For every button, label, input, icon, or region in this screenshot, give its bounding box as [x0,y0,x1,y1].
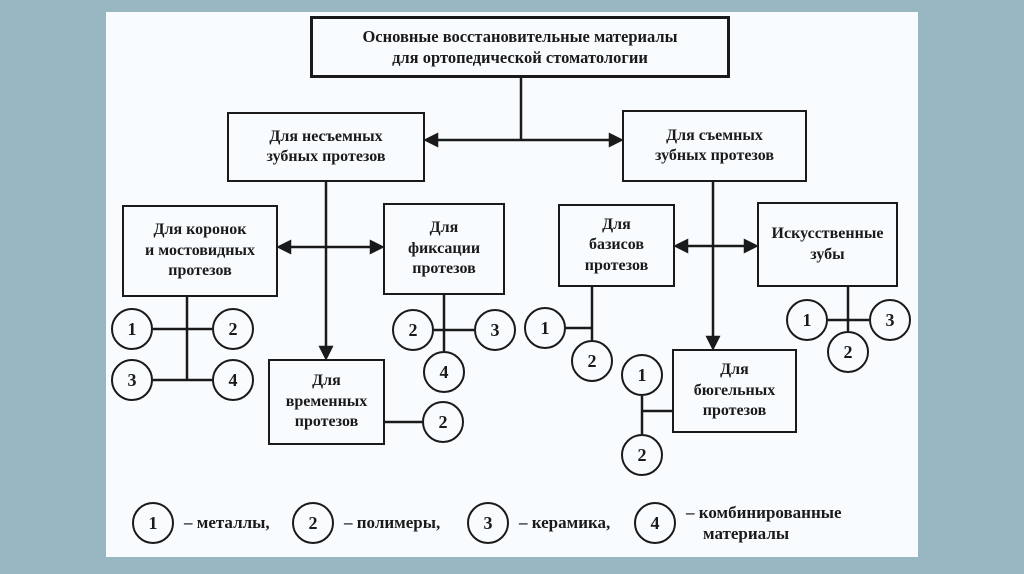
node-fixation: Для фиксации протезов [383,203,505,295]
legend-label: – полимеры, [344,502,445,544]
node-artificial-teeth: Искусственные зубы [757,202,898,287]
marker-circle: 4 [423,351,465,393]
marker-circle: 1 [111,308,153,350]
legend-text: – керамика, [519,513,611,533]
marker-circle: 3 [111,359,153,401]
marker-circle: 1 [621,354,663,396]
node-temporary: Для временных протезов [268,359,385,445]
legend-label: – керамика, [519,502,615,544]
legend-text: – полимеры, [344,513,441,533]
legend-label: – комбинированные материалы [686,502,846,544]
legend-text: – комбинированные материалы [686,502,842,543]
marker-circle: 2 [392,309,434,351]
legend-circle: 1 [132,502,174,544]
node-crowns: Для коронок и мостовидных протезов [122,205,278,297]
legend-label: – металлы, [184,502,274,544]
marker-circle: 2 [621,434,663,476]
marker-circle: 2 [827,331,869,373]
marker-circle: 4 [212,359,254,401]
legend-circle: 3 [467,502,509,544]
marker-circle: 2 [422,401,464,443]
marker-circle: 2 [571,340,613,382]
legend-circle: 4 [634,502,676,544]
node-removable: Для съемных зубных протезов [622,110,807,182]
marker-circle: 1 [786,299,828,341]
legend-text: – металлы, [184,513,270,533]
title-box: Основные восстановительные материалы для… [310,16,730,78]
legend-circle: 2 [292,502,334,544]
marker-circle: 2 [212,308,254,350]
node-nonremovable: Для несъемных зубных протезов [227,112,425,182]
marker-circle: 1 [524,307,566,349]
node-bases: Для базисов протезов [558,204,675,287]
node-clasp: Для бюгельных протезов [672,349,797,433]
marker-circle: 3 [474,309,516,351]
marker-circle: 3 [869,299,911,341]
